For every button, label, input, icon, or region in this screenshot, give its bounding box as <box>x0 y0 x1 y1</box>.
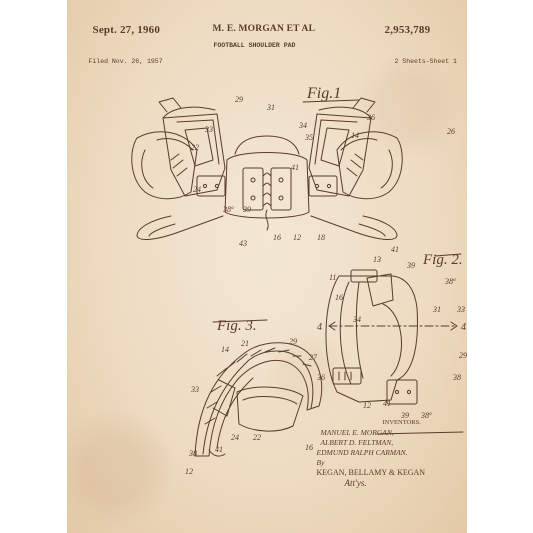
patent-sheet: Sept. 27, 1960 M. E. MORGAN ET AL 2,953,… <box>66 0 467 533</box>
ref-label: 18 <box>317 233 325 242</box>
ref-label: 39 <box>242 205 251 214</box>
ref-label: 14 <box>351 131 359 140</box>
ref-label: 21 <box>241 339 249 348</box>
ref-label: 41 <box>383 399 391 408</box>
signature-block: INVENTORS. MANUEL E. MORGAN, ALBERT D. F… <box>317 418 463 488</box>
ref-label: 12 <box>363 401 371 410</box>
inventor-name: ALBERT D. FELTMAN, <box>320 438 394 447</box>
ref-label: 16 <box>335 293 343 302</box>
patent-number: 2,953,789 <box>384 24 431 36</box>
ref-label: 22 <box>253 433 261 442</box>
patent-inventor: M. E. MORGAN ET AL <box>212 24 316 34</box>
ref-label: 39 <box>406 261 415 270</box>
ref-label: 38 <box>452 373 461 382</box>
ref-label: 38ª <box>222 205 234 214</box>
ref-label: 12 <box>185 467 193 476</box>
ref-label: 41 <box>391 245 399 254</box>
figure-1-labels: 29 31 33 34 35 22 24 41 39 38ª 43 16 12 … <box>191 95 455 248</box>
ref-label: 39 <box>400 411 409 420</box>
ref-label: 29 <box>289 337 297 346</box>
ref-label: 13 <box>373 255 381 264</box>
figure-2-caption: Fig. 2. <box>422 252 463 268</box>
ref-label: 22 <box>191 143 199 152</box>
ref-label: 4 <box>317 322 322 333</box>
inventor-name: EDMUND RALPH CARMAN. <box>316 448 408 457</box>
figure-1-drawing <box>130 97 403 240</box>
ref-label: 12 <box>293 233 301 242</box>
ref-label: 38 <box>188 449 197 458</box>
ref-label: 36 <box>316 373 325 382</box>
ref-label: 11 <box>329 273 336 282</box>
ref-label: 14 <box>221 345 229 354</box>
ref-label: 33 <box>204 125 213 134</box>
ref-label: 38ª <box>444 277 456 286</box>
ref-label: 31 <box>266 103 275 112</box>
ref-label: 41 <box>215 445 223 454</box>
patent-date: Sept. 27, 1960 <box>92 24 161 36</box>
signature-by: By <box>316 458 325 467</box>
ref-label: 34 <box>352 315 361 324</box>
figure-2-labels: 41 13 39 38ª 11 16 34 4 31 33 4 29 38 12… <box>317 245 467 420</box>
ref-label: 29 <box>459 351 467 360</box>
figure-1-caption: Fig.1 <box>306 85 341 102</box>
attorney-firm: KEGAN, BELLAMY & KEGAN <box>316 468 426 477</box>
ref-label: 43 <box>239 239 247 248</box>
attorney-label: Att'ys. <box>344 478 367 488</box>
ref-label: 16 <box>305 443 313 452</box>
ref-label: 33 <box>456 305 465 314</box>
sheet-count: 2 Sheets-Sheet 1 <box>394 58 457 65</box>
ref-label: 27 <box>309 353 318 362</box>
ref-label: 26 <box>447 127 455 136</box>
ref-label: 31 <box>432 305 441 314</box>
inventors-heading: INVENTORS. <box>382 419 421 426</box>
ref-label: 16 <box>273 233 281 242</box>
patent-drawing: Fig.1 Fig. 2. Fig. 3. 29 31 33 34 35 22 … <box>130 85 467 476</box>
ref-label: 24 <box>231 433 239 442</box>
figure-3-labels: 21 29 27 14 36 33 22 24 41 38 12 16 <box>185 337 325 476</box>
inventor-name: MANUEL E. MORGAN, <box>320 428 394 437</box>
figure-3-caption: Fig. 3. <box>216 318 257 334</box>
figure-2-drawing <box>325 253 461 405</box>
ref-label: 29 <box>235 95 243 104</box>
ref-label: 33 <box>190 385 199 394</box>
ref-label: 4 <box>461 322 466 333</box>
ref-label: 38ª <box>420 411 432 420</box>
patent-title: FOOTBALL SHOULDER PAD <box>213 42 296 49</box>
ref-label: 35 <box>304 133 313 142</box>
filed-date: Filed Nov. 26, 1957 <box>88 58 163 65</box>
ref-label: 34 <box>298 121 307 130</box>
ref-label: 41 <box>291 163 299 172</box>
figure-3-drawing <box>194 319 322 457</box>
ref-label: 24 <box>193 185 201 194</box>
ref-label: 36 <box>366 113 375 122</box>
